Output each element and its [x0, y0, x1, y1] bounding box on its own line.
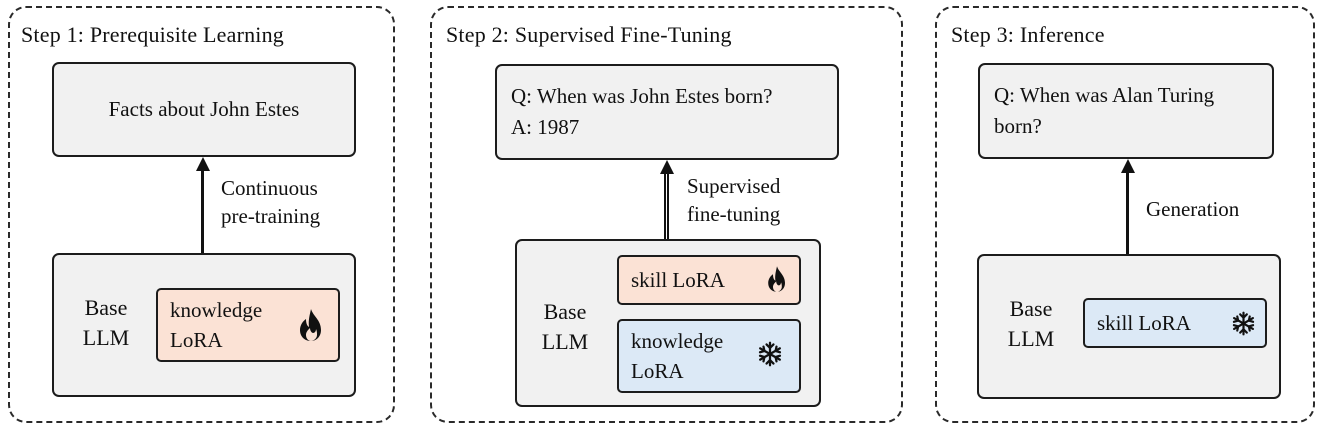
step3-question-line1: Q: When was Alan Turing	[994, 83, 1215, 107]
step2-edge-label: Supervised fine-tuning	[687, 172, 780, 228]
step3-panel: Step 3: Inference Q: When was Alan Turin…	[935, 6, 1315, 423]
step1-facts-box: Facts about John Estes	[52, 62, 356, 157]
step2-panel: Step 2: Supervised Fine-Tuning Q: When w…	[430, 6, 903, 423]
step2-skill-lora-label: skill LoRA	[631, 268, 725, 292]
step1-arrow-line	[201, 169, 204, 253]
flame-icon	[300, 309, 321, 341]
step1-edge-label-line2: pre-training	[221, 204, 321, 228]
step2-qa-box: Q: When was John Estes born? A: 1987	[495, 64, 839, 160]
step1-lora-line1: knowledge	[170, 298, 263, 322]
step3-question-box: Q: When was Alan Turing born?	[978, 63, 1274, 159]
step2-knowledge-line1: knowledge	[631, 329, 724, 353]
step1-edge-label: Continuous pre-training	[221, 174, 320, 230]
step3-title: Step 3: Inference	[951, 22, 1105, 47]
step2-base-line2: LLM	[541, 329, 589, 354]
snowflake-icon	[1232, 311, 1255, 336]
step2-edge-label-line1: Supervised	[687, 174, 781, 198]
step1-base-llm-box: Base LLM knowledge LoRA	[52, 253, 356, 397]
flame-icon	[768, 266, 785, 292]
snowflake-icon	[758, 341, 782, 367]
step1-edge-label-line1: Continuous	[221, 176, 318, 200]
step2-skill-lora: skill LoRA	[617, 255, 801, 305]
step2-arrow	[660, 160, 674, 240]
step2-knowledge-line2: LoRA	[631, 359, 684, 383]
step3-base-llm-box: Base LLM skill LoRA	[977, 254, 1281, 399]
step2-arrow-head	[660, 160, 674, 174]
step1-base-label: Base LLM	[70, 293, 142, 353]
step2-edge-label-line2: fine-tuning	[687, 202, 781, 226]
step1-lora-line2: LoRA	[170, 328, 223, 352]
step1-base-line2: LLM	[82, 325, 130, 350]
step3-skill-lora-label: skill LoRA	[1097, 311, 1191, 335]
step1-arrow-head	[196, 157, 210, 171]
step2-base-llm-box: Base LLM skill LoRA knowledge LoRA	[515, 239, 821, 407]
step1-arrow	[196, 157, 210, 253]
step1-title: Step 1: Prerequisite Learning	[21, 22, 285, 47]
step1-facts-text: Facts about John Estes	[108, 97, 300, 121]
step1-base-line1: Base	[84, 295, 128, 320]
step3-base-line2: LLM	[1007, 326, 1055, 351]
step3-question-line2: born?	[994, 114, 1042, 138]
step2-base-line1: Base	[543, 299, 587, 324]
step1-knowledge-lora: knowledge LoRA	[156, 288, 340, 362]
step3-arrow-line	[1126, 171, 1129, 254]
step3-arrow-head	[1121, 159, 1135, 173]
step3-base-line1: Base	[1009, 296, 1053, 321]
step2-arrow-line	[664, 172, 669, 240]
step3-edge-label: Generation	[1146, 197, 1240, 221]
step1-panel: Step 1: Prerequisite Learning Facts abou…	[8, 6, 395, 423]
step2-base-label: Base LLM	[529, 297, 601, 357]
step2-question: Q: When was John Estes born?	[511, 84, 773, 108]
step3-base-label: Base LLM	[995, 294, 1067, 354]
step3-arrow	[1121, 159, 1135, 254]
step2-knowledge-lora: knowledge LoRA	[617, 319, 801, 393]
step2-answer: A: 1987	[511, 115, 580, 139]
step2-title: Step 2: Supervised Fine-Tuning	[446, 22, 732, 47]
step3-skill-lora: skill LoRA	[1083, 298, 1267, 348]
